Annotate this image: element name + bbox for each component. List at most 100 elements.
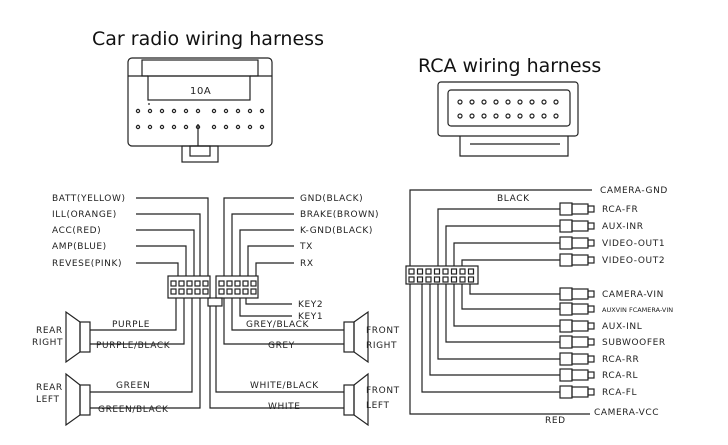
pin-dot (211, 108, 217, 114)
rca-plug-pin (408, 268, 415, 275)
connector-label: 10A (190, 86, 211, 97)
rca-plug-pin (459, 276, 466, 283)
plug-pin (234, 280, 241, 287)
plug-pin (226, 288, 233, 295)
rca-wire (461, 284, 560, 310)
pin-dot (553, 99, 559, 105)
speaker-front-right-icon (343, 310, 369, 364)
wire-white: WHITE (268, 402, 301, 412)
pin-dot (481, 113, 487, 119)
plug-pin (218, 288, 225, 295)
rca-jack-label: AUX-INR (602, 222, 644, 232)
plug-pin (202, 280, 209, 287)
rca-plug-pin (416, 268, 424, 275)
pin-dot (235, 108, 241, 114)
pin-dot (159, 108, 165, 114)
plug-pin (178, 288, 185, 295)
rca-jack-label: AUX-INL (602, 322, 642, 332)
rca-jack-icon (559, 352, 595, 366)
rca-jack-label: VIDEO-OUT2 (602, 256, 665, 266)
left-wire-5: REVESE(PINK) (52, 259, 122, 269)
speaker-rear-right-icon (65, 310, 91, 364)
pin-dot (247, 124, 253, 130)
pin-dot (147, 108, 153, 114)
rca-plug-pin (416, 276, 424, 283)
rca-jack-icon (559, 287, 595, 301)
rca-plug-pin (459, 268, 466, 275)
rca-wire (437, 208, 560, 266)
pin-dot (147, 124, 153, 130)
key1-label: KEY1 (298, 312, 323, 322)
rca-jack-icon (559, 253, 595, 267)
rca-wire (421, 284, 560, 393)
front-right-label-1: FRONT (366, 326, 400, 336)
rca-jack-icon (559, 302, 595, 316)
rear-right-label-1: REAR (36, 326, 63, 336)
pin-dot (223, 108, 229, 114)
plug-pin (234, 288, 241, 295)
pin-dot (259, 124, 265, 130)
pin-dot (159, 124, 165, 130)
rca-jack-icon (559, 368, 595, 382)
speaker-front-left-icon (343, 372, 369, 427)
rca-wire (461, 259, 560, 266)
car-radio-title: Car radio wiring harness (92, 28, 324, 50)
pin-dot (517, 113, 523, 119)
pin-dot (481, 99, 487, 105)
pin-dot (235, 124, 241, 130)
rca-title: RCA wiring harness (418, 55, 602, 77)
car-harness-wiring (90, 197, 344, 409)
rca-red-label: RED (545, 416, 566, 426)
rca-jack-icon (559, 385, 595, 399)
plug-pin (186, 288, 193, 295)
pin-dot (171, 124, 177, 130)
rca-plug-pin (442, 268, 449, 275)
pin-dot (541, 99, 547, 105)
front-left-label-1: FRONT (366, 386, 400, 396)
rca-jack-icon (559, 236, 595, 250)
right-wire-5: RX (300, 259, 314, 269)
pin-dot (247, 108, 253, 114)
plug-pin (194, 288, 201, 295)
rca-jack-label: AUXVIN FCAMERA-VIN (602, 306, 673, 314)
car-radio-connector (127, 57, 273, 163)
pin-dot (183, 108, 189, 114)
rca-jack-label: RCA-FL (602, 388, 637, 398)
rca-connector (437, 81, 579, 157)
rca-wire (437, 284, 560, 360)
pin-dot (493, 113, 499, 119)
rca-plug-pin (425, 268, 432, 275)
pin-dot (505, 99, 511, 105)
plug-pin (242, 288, 249, 295)
rca-wire (429, 284, 560, 376)
rca-jack-icon (559, 219, 595, 233)
pin-dot (171, 108, 177, 114)
plug-pin (170, 280, 177, 287)
rca-camera-gnd-label: CAMERA-GND (600, 186, 668, 196)
pin-dot (493, 99, 499, 105)
pin-dot (223, 124, 229, 130)
pin-dot (135, 108, 141, 114)
pin-dot (553, 113, 559, 119)
rca-jack-label: SUBWOOFER (602, 338, 666, 348)
rca-plug-pin (467, 268, 475, 275)
pin-dot (469, 113, 475, 119)
pin-dot (517, 99, 523, 105)
wire-green: GREEN (116, 381, 150, 391)
speaker-rear-left-icon (65, 372, 91, 427)
rca-black-label: BLACK (497, 194, 530, 204)
wire-grey: GREY (268, 341, 295, 351)
rca-jack-label: RCA-RR (602, 355, 639, 365)
pin-dot (529, 99, 535, 105)
rca-wire (469, 284, 560, 295)
wire-green-black: GREEN/BLACK (98, 405, 169, 415)
plug-pin (250, 280, 257, 287)
rca-camera-vcc-label: CAMERA-VCC (594, 408, 659, 418)
rca-jack-label: CAMERA-VIN (602, 290, 664, 300)
plug-pin (194, 280, 201, 287)
left-wire-4: AMP(BLUE) (52, 242, 107, 252)
plug-pin (242, 280, 249, 287)
rca-jack-icon (559, 319, 595, 333)
rca-plug-pin (467, 276, 475, 283)
